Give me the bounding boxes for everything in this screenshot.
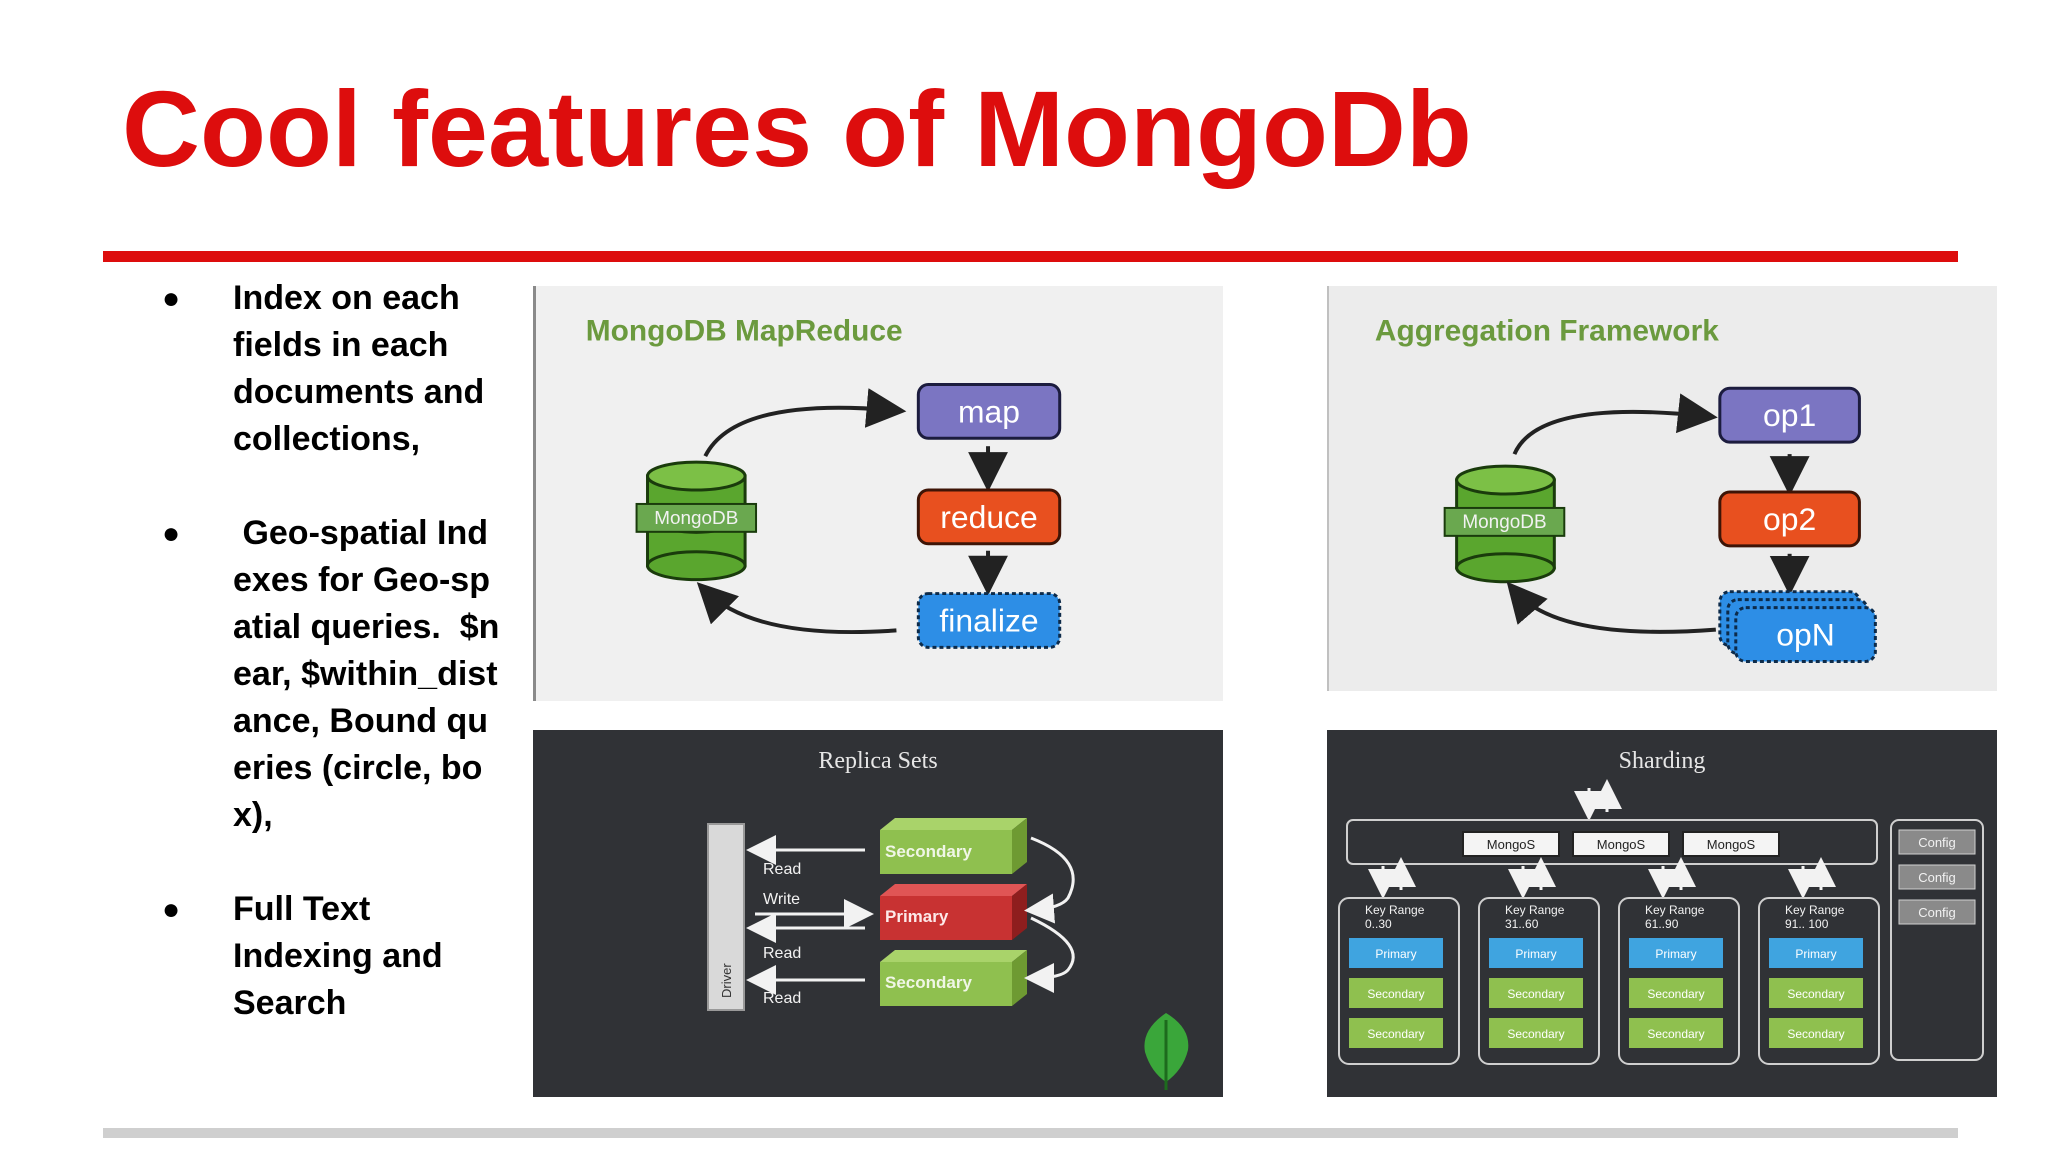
database-icon [635, 460, 758, 582]
op2-label: op2 [1763, 501, 1816, 537]
aggregation-heading: Aggregation Framework [1375, 314, 1719, 347]
secondary-label: Secondary [885, 973, 972, 992]
key-range-span: 91.. 100 [1785, 917, 1829, 931]
mongos-label: MongoS [1487, 837, 1536, 852]
secondary-node [880, 950, 1027, 1006]
replication-arrow [1024, 916, 1075, 993]
write-label: Write [763, 891, 800, 908]
router-group [1346, 819, 1878, 865]
read-label: Read [763, 861, 801, 878]
mongos-box [1682, 831, 1780, 857]
key-range-span: 31..60 [1505, 917, 1539, 931]
shard-column [1478, 857, 1600, 1065]
op1-box [1718, 386, 1861, 444]
secondary-label: Secondary [1647, 987, 1704, 1001]
finalize-label: finalize [939, 602, 1038, 638]
key-range-label: Key Range [1785, 903, 1845, 917]
config-box [1898, 899, 1976, 925]
arrow-opn-to-db [1506, 581, 1716, 634]
shard-column [1618, 857, 1740, 1065]
replication-arrow [1024, 836, 1075, 924]
driver-bar [707, 823, 745, 1011]
read-label: Read [763, 990, 801, 1007]
primary-label: Primary [1375, 947, 1416, 961]
arrow-db-to-op1 [1512, 393, 1718, 455]
secondary-label: Secondary [1507, 987, 1564, 1001]
secondary-label: Secondary [1787, 987, 1844, 1001]
primary-label: Primary [885, 907, 949, 926]
reduce-label: reduce [940, 499, 1037, 535]
config-label: Config [1918, 870, 1956, 885]
replica-heading: Replica Sets [818, 748, 937, 774]
sharding-heading: Sharding [1619, 748, 1706, 774]
database-label: MongoDB [654, 508, 738, 529]
config-label: Config [1918, 835, 1956, 850]
op1-label: op1 [1763, 397, 1816, 433]
sharding-diagram: Sharding MongoS MongoS MongoS Config Con… [1327, 730, 1997, 1097]
secondary-node [880, 818, 1027, 874]
secondary-label: Secondary [885, 842, 972, 861]
bullet-dot: ● [162, 282, 181, 315]
map-label: map [958, 393, 1020, 429]
database-label: MongoDB [1462, 512, 1546, 533]
mapreduce-heading: MongoDB MapReduce [586, 315, 903, 348]
mapreduce-svg: MongoDB MapReduce MongoDB map reduce fin… [586, 315, 1062, 649]
bullet-text: Index on each fields in each documents a… [233, 279, 485, 458]
bullet-item: ● Geo-spatial Indexes for Geo-spatial qu… [150, 510, 500, 839]
key-range-label: Key Range [1645, 903, 1705, 917]
key-range-label: Key Range [1505, 903, 1565, 917]
title-divider [103, 251, 1958, 262]
primary-label: Primary [1655, 947, 1696, 961]
secondary-label: Secondary [1647, 1027, 1704, 1041]
arrow-db-to-map [703, 388, 907, 458]
config-box [1898, 829, 1976, 855]
key-range-label: Key Range [1365, 903, 1425, 917]
bullet-list: ● Index on each fields in each documents… [150, 275, 500, 1074]
mongos-label: MongoS [1707, 837, 1756, 852]
mongos-box [1572, 831, 1670, 857]
finalize-box [916, 592, 1062, 649]
secondary-label: Secondary [1367, 1027, 1424, 1041]
bullet-text: Geo-spatial Indexes for Geo-spatial quer… [233, 514, 500, 834]
mongos-box [1462, 831, 1560, 857]
shard-column [1338, 857, 1460, 1065]
bullet-item: ● Index on each fields in each documents… [150, 275, 500, 463]
key-range-span: 0..30 [1365, 917, 1392, 931]
config-group [1890, 819, 1984, 1061]
opn-stack [1718, 590, 1877, 663]
aggregation-diagram: Aggregation Framework MongoDB op1 op2 op… [1327, 286, 1997, 691]
bullet-text: Full Text Indexing and Search [233, 890, 443, 1022]
bullet-dot: ● [162, 517, 181, 550]
map-box [916, 382, 1062, 440]
driver-label: Driver [719, 963, 734, 998]
aggregation-svg: Aggregation Framework MongoDB op1 op2 op… [1375, 314, 1877, 663]
config-box [1898, 864, 1976, 890]
mongodb-leaf-icon [1144, 1013, 1189, 1090]
reduce-box [916, 488, 1062, 546]
secondary-label: Secondary [1787, 1027, 1844, 1041]
slide-title: Cool features of MongoDb [122, 68, 1472, 189]
primary-label: Primary [1795, 947, 1836, 961]
primary-label: Primary [1515, 947, 1556, 961]
arrow-finalize-to-db [696, 582, 897, 634]
database-icon [1443, 464, 1566, 584]
op2-box [1718, 490, 1861, 548]
shard-column [1758, 857, 1880, 1065]
bullet-dot: ● [162, 893, 181, 926]
bullet-item: ● Full Text Indexing and Search [150, 886, 500, 1027]
secondary-label: Secondary [1507, 1027, 1564, 1041]
mongos-label: MongoS [1597, 837, 1646, 852]
read-label: Read [763, 945, 801, 962]
mapreduce-diagram: MongoDB MapReduce MongoDB map reduce fin… [533, 286, 1223, 701]
primary-node [880, 884, 1027, 940]
footer-divider [103, 1128, 1958, 1138]
replica-svg: Replica Sets Driver Read Write Read Read… [707, 748, 1189, 1090]
config-label: Config [1918, 905, 1956, 920]
opn-label: opN [1776, 617, 1835, 653]
secondary-label: Secondary [1367, 987, 1424, 1001]
replica-sets-diagram: Replica Sets Driver Read Write Read Read… [533, 730, 1223, 1097]
sharding-svg: Sharding MongoS MongoS MongoS Config Con… [1338, 748, 1984, 1065]
key-range-span: 61..90 [1645, 917, 1679, 931]
